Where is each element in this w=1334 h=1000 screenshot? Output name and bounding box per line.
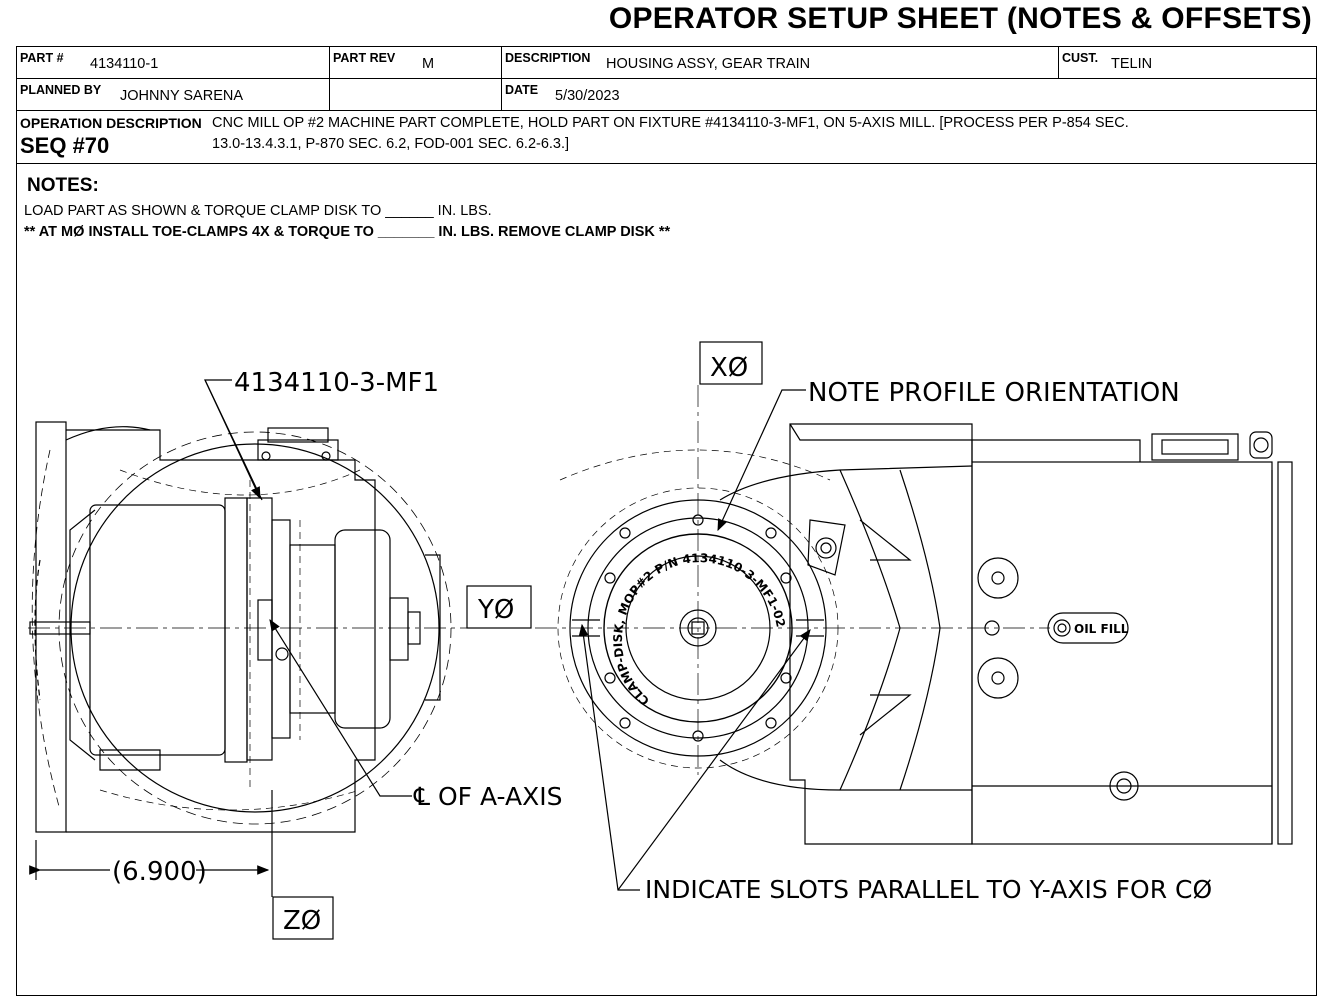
date-label: DATE — [505, 83, 539, 97]
operation-description-line-2: 13.0-13.4.3.1, P-870 SEC. 6.2, FOD-001 S… — [212, 136, 570, 152]
description-label: DESCRIPTION — [505, 51, 591, 65]
customer-label: CUST. — [1062, 51, 1099, 65]
left-side-view — [28, 421, 470, 833]
part-rev-label: PART REV — [333, 51, 396, 65]
customer-cell: CUST. TELIN — [1059, 47, 1316, 78]
date-value: 5/30/2023 — [555, 88, 620, 104]
description-value: HOUSING ASSY, GEAR TRAIN — [606, 56, 811, 72]
setup-sheet-frame: PART # 4134110-1 PART REV M DESCRIPTION … — [16, 46, 1317, 996]
oil-fill-label: OIL FILL — [1074, 622, 1129, 636]
part-rev-cell: PART REV M — [330, 47, 502, 78]
operation-description-line-1: CNC MILL OP #2 MACHINE PART COMPLETE, HO… — [212, 115, 1129, 131]
header-row-1: PART # 4134110-1 PART REV M DESCRIPTION … — [17, 47, 1316, 79]
notes-heading: NOTES: — [27, 175, 99, 196]
date-cell: DATE 5/30/2023 — [502, 79, 1316, 110]
sheet-title: OPERATOR SETUP SHEET (NOTES & OFFSETS) — [608, 2, 1312, 35]
operation-description-label: OPERATION DESCRIPTION — [20, 115, 202, 131]
part-rev-value: M — [422, 56, 435, 72]
sequence-number: SEQ #70 — [20, 133, 110, 158]
clamp-disk-engraving: CLAMP-DISK, MOP#2 P/N 4134110-3-MF1-02 — [611, 551, 788, 708]
x-zero-label: XØ — [710, 353, 748, 383]
fixture-callout: 4134110-3-MF1 — [234, 368, 439, 398]
right-end-view — [535, 385, 1293, 845]
note-line-1: LOAD PART AS SHOWN & TORQUE CLAMP DISK T… — [24, 203, 492, 219]
part-label: PART # — [20, 51, 64, 65]
blank-cell — [330, 79, 502, 110]
slots-parallel-note: INDICATE SLOTS PARALLEL TO Y-AXIS FOR CØ — [645, 875, 1212, 904]
part-cell: PART # 4134110-1 — [17, 47, 330, 78]
description-cell: DESCRIPTION HOUSING ASSY, GEAR TRAIN — [502, 47, 1059, 78]
planned-by-value: JOHNNY SARENA — [120, 88, 244, 104]
customer-value: TELIN — [1111, 56, 1153, 72]
operation-row — [17, 111, 1316, 164]
y-zero-label: YØ — [477, 595, 514, 625]
profile-orientation-note: NOTE PROFILE ORIENTATION — [808, 378, 1180, 408]
header-row-2: PLANNED BY JOHNNY SARENA DATE 5/30/2023 — [17, 79, 1316, 111]
clamp-disk-engraving-text: CLAMP-DISK, MOP#2 P/N 4134110-3-MF1-02 — [611, 551, 788, 708]
dimension-6-900: (6.900) — [112, 857, 207, 887]
z-zero-label: ZØ — [283, 906, 321, 936]
planned-by-label: PLANNED BY — [20, 83, 102, 97]
planned-by-cell: PLANNED BY JOHNNY SARENA — [17, 79, 330, 110]
part-value: 4134110-1 — [90, 56, 159, 72]
note-line-2: ** AT MØ INSTALL TOE-CLAMPS 4X & TORQUE … — [24, 224, 671, 240]
a-axis-centerline-note: ℄ OF A-AXIS — [413, 782, 563, 811]
